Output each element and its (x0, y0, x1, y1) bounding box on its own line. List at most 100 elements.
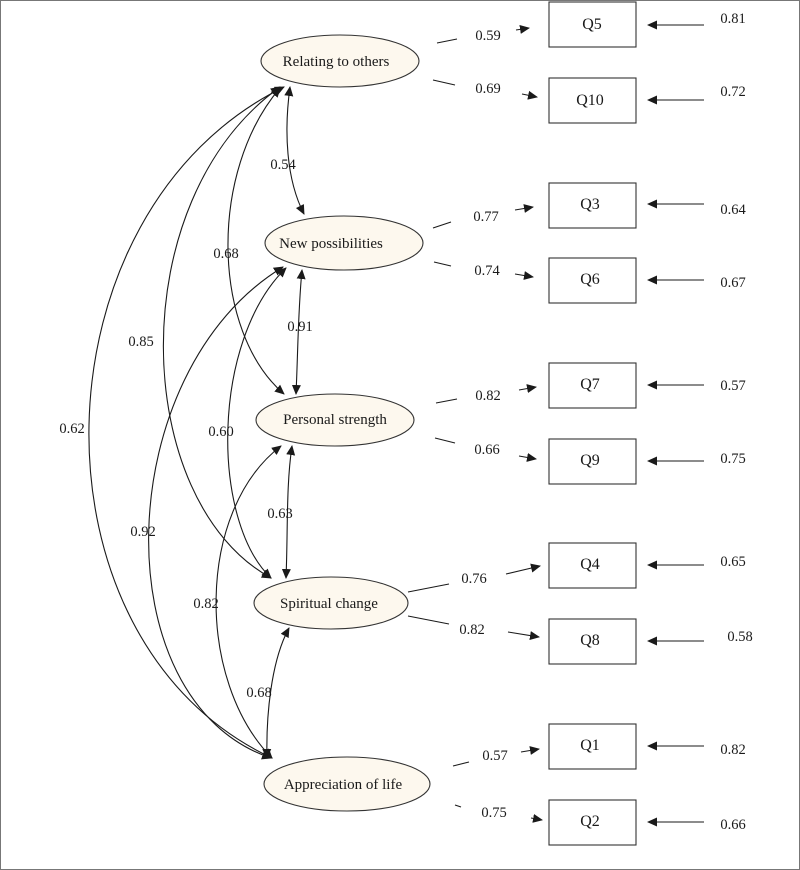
indicator-label-q5: Q5 (582, 16, 602, 33)
corr-value-newp-pers: 0.91 (287, 319, 312, 335)
indicator-label-q8: Q8 (580, 632, 600, 649)
indicator-box-q4 (548, 542, 637, 589)
indicator-label-q2: Q2 (580, 813, 600, 830)
indicator-q1: Q1 (548, 723, 637, 770)
latent-ellipse-rel (260, 34, 420, 88)
correlation-paths (88, 86, 306, 760)
indicator-q8: Q8 (548, 618, 637, 665)
correlation-values: 0.54 0.68 0.85 0.62 0.91 0.60 0.92 0.63 … (59, 157, 312, 701)
latent-label-pers: Personal strength (283, 412, 387, 428)
loading-path-q9-tip (518, 453, 537, 462)
indicator-label-q7: Q7 (580, 376, 600, 393)
corr-path-rel-pers (227, 87, 285, 395)
error-value-q7: 0.57 (720, 378, 745, 394)
loading-path-q3-tip (514, 204, 534, 213)
error-value-q8: 0.58 (727, 629, 752, 645)
loading-value-q6: 0.74 (474, 263, 500, 279)
latent-label-rel: Relating to others (283, 54, 390, 70)
corr-value-rel-spir: 0.85 (128, 334, 153, 350)
indicator-label-q1: Q1 (580, 737, 600, 754)
error-value-q5: 0.81 (720, 11, 745, 27)
corr-value-spir-appr: 0.68 (246, 685, 271, 701)
loading-path-q4-tip (505, 563, 541, 575)
loading-value-q4: 0.76 (461, 571, 486, 587)
indicator-label-q10: Q10 (576, 92, 604, 109)
loading-path-q6 (433, 261, 452, 267)
corr-path-newp-spir (227, 267, 287, 579)
corr-path-newp-pers (291, 269, 306, 395)
loading-value-q10: 0.69 (475, 81, 500, 97)
loading-path-q1 (452, 761, 470, 767)
latent-nodes: Relating to others New possibilities Per… (253, 34, 431, 812)
indicator-box-q10 (548, 77, 637, 124)
corr-path-rel-appr (88, 86, 285, 759)
loading-value-q7: 0.82 (475, 388, 500, 404)
latent-label-newp: New possibilities (279, 236, 383, 252)
indicator-box-q2 (548, 799, 637, 846)
indicator-box-q8 (548, 618, 637, 665)
corr-path-rel-spir (162, 86, 281, 579)
indicator-q2: Q2 (548, 799, 637, 846)
error-value-q9: 0.75 (720, 451, 745, 467)
corr-value-newp-spir: 0.60 (208, 424, 233, 440)
corr-path-pers-appr (215, 445, 282, 759)
corr-value-pers-spir: 0.63 (267, 506, 292, 522)
loading-path-q1-tip (520, 746, 540, 755)
latent-ellipse-appr (263, 756, 431, 812)
loading-path-q8 (407, 615, 450, 625)
loading-value-q3: 0.77 (473, 209, 498, 225)
latent-ellipse-newp (264, 215, 424, 271)
latent-node-pers: Personal strength (255, 393, 415, 447)
latent-node-newp: New possibilities (264, 215, 424, 271)
indicator-box-q1 (548, 723, 637, 770)
corr-path-rel-newp (284, 86, 305, 215)
indicator-label-q6: Q6 (580, 271, 600, 288)
error-value-q1: 0.82 (720, 742, 745, 758)
loading-path-q5 (436, 38, 458, 44)
latent-label-appr: Appreciation of life (284, 777, 403, 793)
loading-path-q10-tip (521, 90, 538, 100)
indicator-nodes: Q5 Q10 Q3 Q6 Q7 Q9 Q4 Q8 (548, 1, 637, 846)
error-values: 0.81 0.72 0.64 0.67 0.57 0.75 0.65 0.58 … (720, 11, 752, 833)
loading-path-q8-tip (507, 631, 540, 641)
indicator-q3: Q3 (548, 182, 637, 229)
loading-paths (407, 24, 543, 823)
indicator-box-q7 (548, 362, 637, 409)
loading-value-q1: 0.57 (482, 748, 507, 764)
loading-path-q7-tip (518, 384, 537, 393)
corr-path-spir-appr (262, 627, 290, 759)
indicator-label-q4: Q4 (580, 556, 600, 573)
error-value-q10: 0.72 (720, 84, 745, 100)
error-value-q6: 0.67 (720, 275, 745, 291)
loading-value-q9: 0.66 (474, 442, 499, 458)
corr-value-rel-pers: 0.68 (213, 246, 238, 262)
indicator-q5: Q5 (548, 1, 637, 48)
loading-values: 0.59 0.69 0.77 0.74 0.82 0.66 0.76 0.82 … (459, 28, 507, 821)
loading-value-q2: 0.75 (481, 805, 506, 821)
corr-value-rel-newp: 0.54 (270, 157, 296, 173)
loading-path-q4 (407, 583, 450, 593)
loading-path-q2 (454, 804, 462, 808)
loading-path-q10 (432, 79, 456, 86)
indicator-q9: Q9 (548, 438, 637, 485)
indicator-label-q9: Q9 (580, 452, 600, 469)
indicator-box-q6 (548, 257, 637, 304)
error-paths (647, 20, 704, 827)
loading-path-q5-tip (515, 24, 530, 34)
latent-node-spir: Spiritual change (253, 576, 409, 630)
loading-path-q9 (434, 437, 456, 444)
indicator-q10: Q10 (548, 77, 637, 124)
indicator-box-q5 (548, 1, 637, 48)
indicator-q6: Q6 (548, 257, 637, 304)
loading-value-q8: 0.82 (459, 622, 484, 638)
error-value-q3: 0.64 (720, 202, 746, 218)
corr-value-rel-appr: 0.62 (59, 421, 84, 437)
corr-value-pers-appr: 0.82 (193, 596, 218, 612)
loading-value-q5: 0.59 (475, 28, 500, 44)
latent-node-rel: Relating to others (260, 34, 420, 88)
latent-node-appr: Appreciation of life (263, 756, 431, 812)
indicator-q4: Q4 (548, 542, 637, 589)
latent-ellipse-spir (253, 576, 409, 630)
latent-label-spir: Spiritual change (280, 596, 378, 612)
